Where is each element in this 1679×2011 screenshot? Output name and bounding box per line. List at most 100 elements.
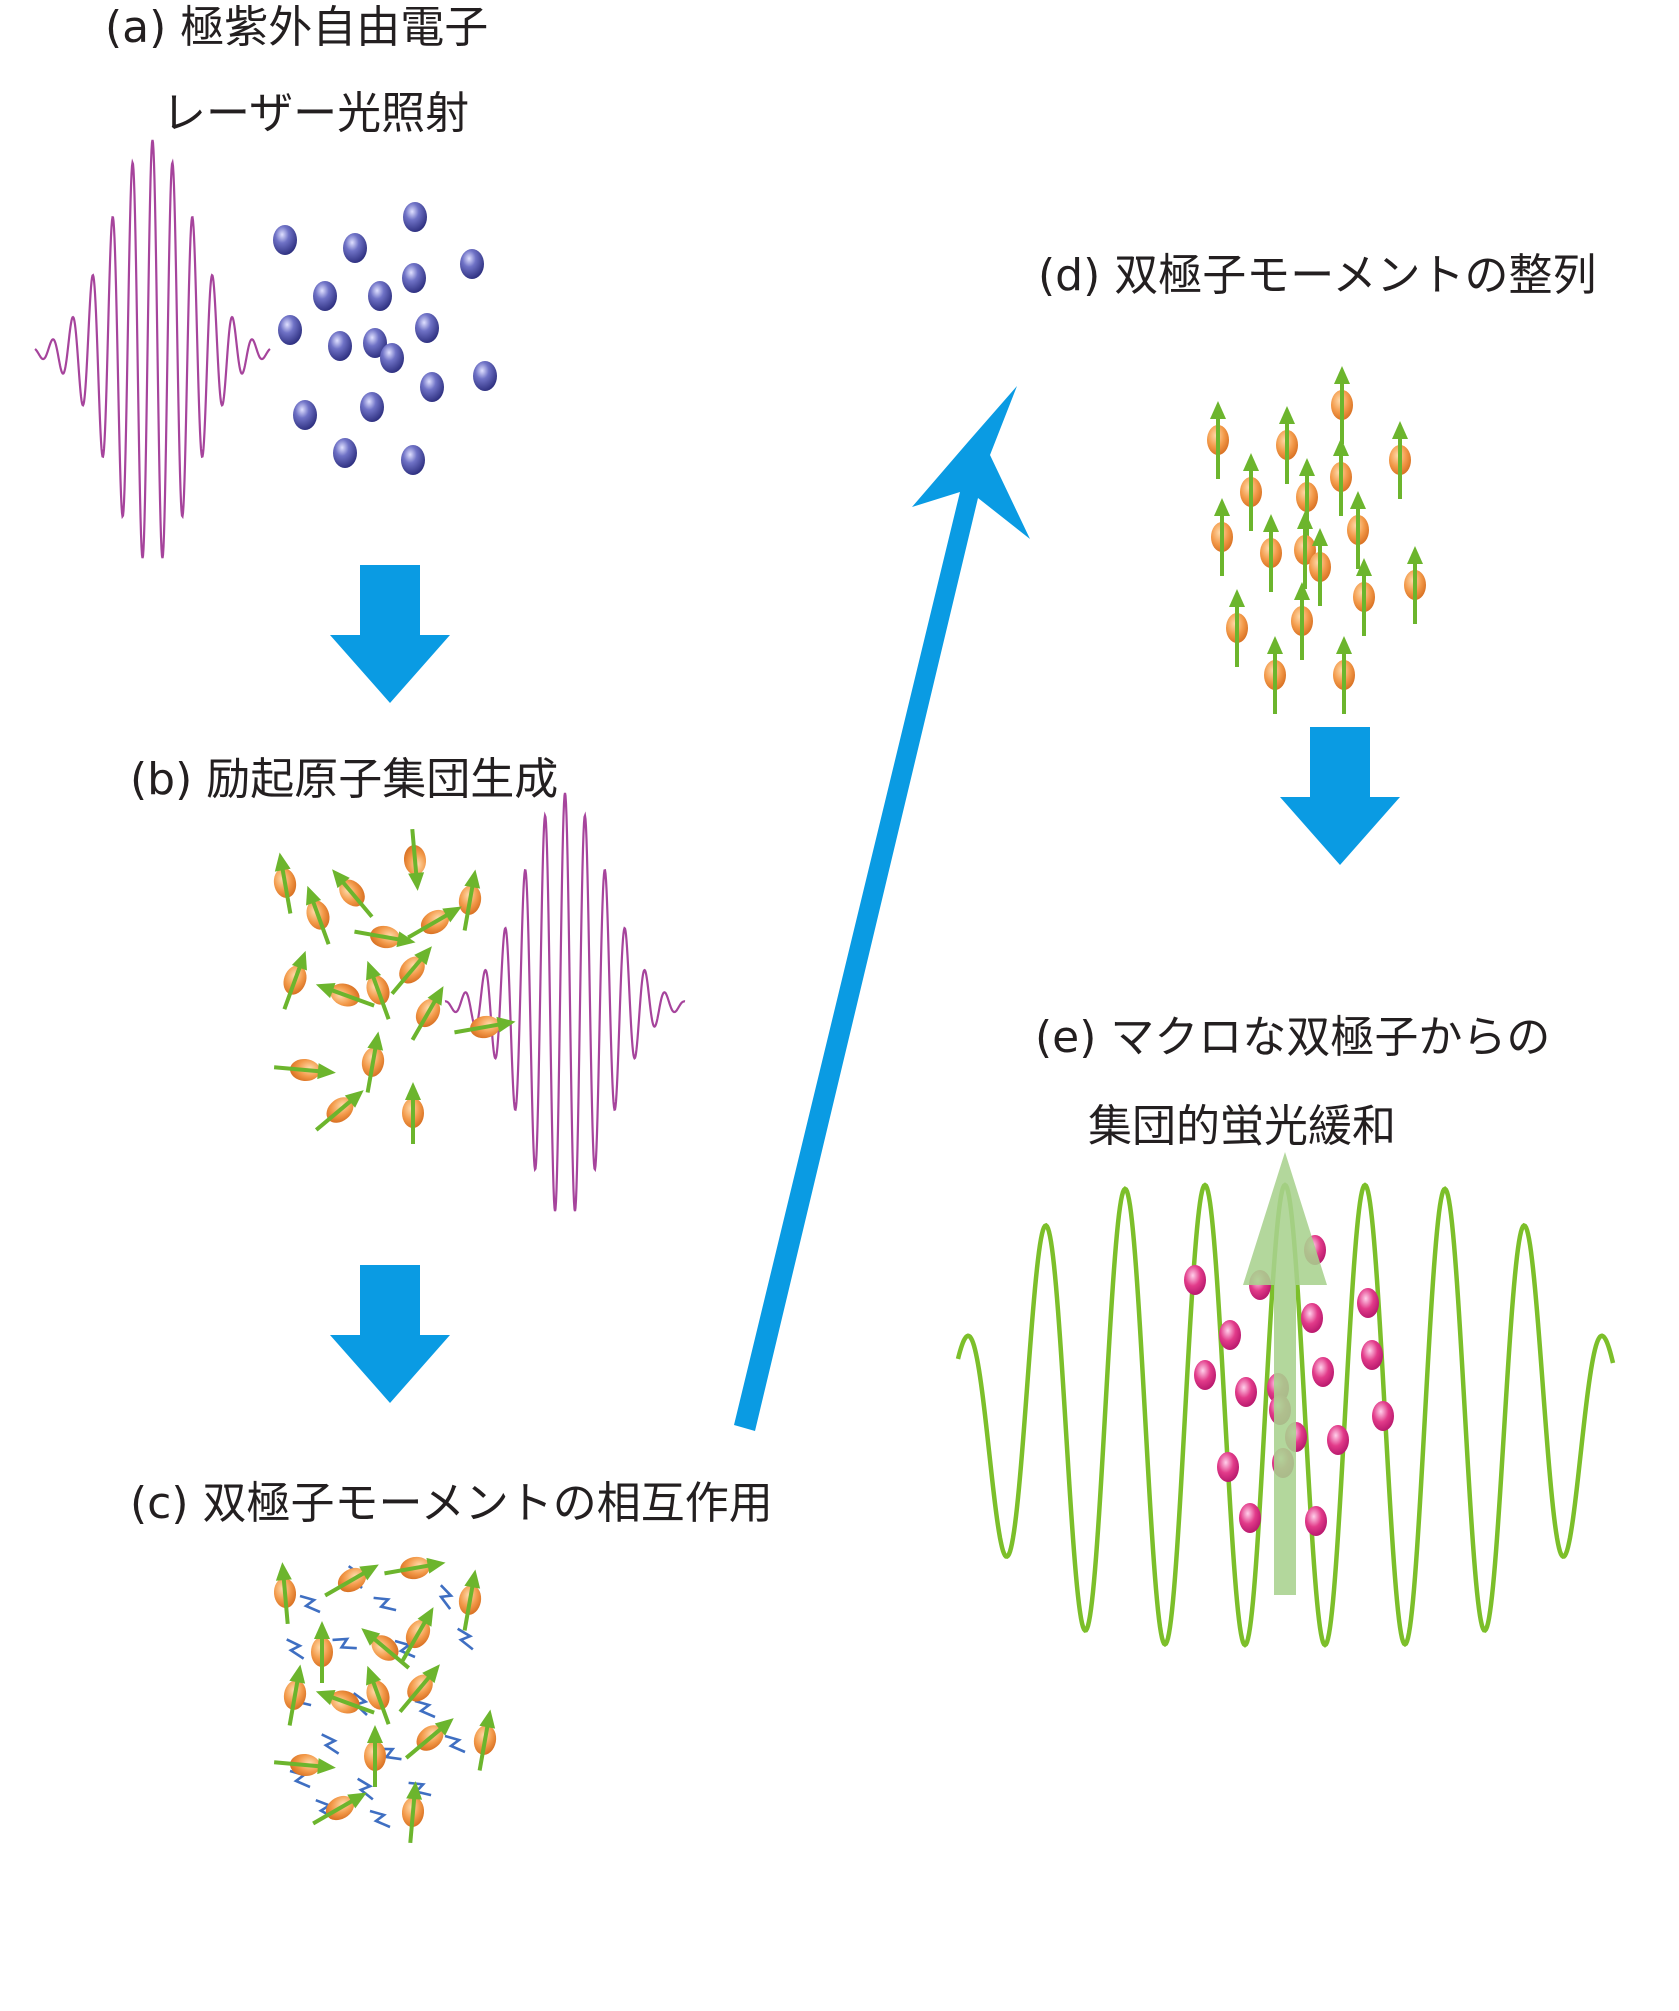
dipole-arrow-icon xyxy=(289,1664,306,1684)
dipole xyxy=(1211,498,1233,576)
dipole-arrow-icon xyxy=(479,1709,496,1729)
dipole xyxy=(1264,636,1286,714)
zigzag-line xyxy=(357,1777,374,1801)
interaction-zigzag xyxy=(299,1594,321,1614)
dipole-shaft xyxy=(328,987,375,1008)
dipole xyxy=(361,1628,411,1670)
atom-icon xyxy=(403,202,427,232)
dipole-arrow-icon xyxy=(464,1569,481,1589)
dipole xyxy=(283,1664,307,1726)
dipole-arrow-icon xyxy=(1243,453,1259,471)
dipole-shaft xyxy=(365,1044,378,1093)
dipole-arrow-icon xyxy=(347,1792,367,1809)
dipole-arrow-icon xyxy=(367,1031,384,1051)
dipole-shaft xyxy=(462,1582,475,1631)
dipole xyxy=(1309,528,1331,606)
dipole-shaft xyxy=(410,997,439,1041)
dipole xyxy=(398,1664,440,1714)
atom-icon xyxy=(1219,1320,1241,1350)
dipole xyxy=(314,1090,364,1132)
dipole-arrow-icon xyxy=(414,946,432,966)
dipole-shaft xyxy=(354,929,403,942)
dipole-shaft xyxy=(462,882,475,931)
panel-c-title: (c) 双極子モーメントの相互作用 xyxy=(130,1478,773,1529)
dipole-arrow-icon xyxy=(1350,491,1366,509)
dipole-shaft xyxy=(312,1797,356,1826)
dipole xyxy=(306,885,331,945)
dipole xyxy=(401,1781,425,1844)
dipole-arrow-icon xyxy=(317,1063,336,1080)
zigzag-line xyxy=(438,1584,454,1610)
atom-icon xyxy=(313,281,337,311)
dipole-arrow-icon xyxy=(1392,421,1408,439)
dipole-arrow-icon xyxy=(1336,636,1352,654)
panel-e-title-line2: 集団的蛍光緩和 xyxy=(1088,1101,1396,1152)
atom-icon xyxy=(1361,1340,1383,1370)
dipole-arrow-icon xyxy=(1214,498,1230,516)
dipole-arrow-icon xyxy=(367,1725,383,1743)
up-right-arrow-icon xyxy=(734,386,1030,1431)
dipole-arrow-icon xyxy=(1299,458,1315,476)
dipole xyxy=(1331,366,1353,444)
laser-pulses xyxy=(34,139,686,1212)
dipole-shaft xyxy=(400,1618,429,1662)
dipole-shaft xyxy=(314,1097,355,1132)
dipole-shaft xyxy=(370,1678,391,1725)
dipole-arrow-icon xyxy=(434,1718,454,1736)
dipole-arrow-icon xyxy=(1312,528,1328,546)
atom-icon xyxy=(402,263,426,293)
dipole-arrow-icon xyxy=(1333,438,1349,456)
down-arrow-icon xyxy=(330,565,450,703)
dipole-arrow-icon xyxy=(1279,406,1295,424)
atom-icon xyxy=(380,343,404,373)
dipole-shaft xyxy=(370,1635,411,1670)
dipole-arrow-icon xyxy=(359,1564,379,1581)
dipole-shaft xyxy=(408,1794,417,1844)
dipole-arrow-icon xyxy=(417,1607,434,1627)
dipole xyxy=(1294,511,1316,589)
atom-icon xyxy=(1184,1265,1206,1295)
dipole xyxy=(1276,406,1298,484)
atom-icon xyxy=(420,372,444,402)
dipole xyxy=(390,946,432,996)
dipole xyxy=(458,869,482,931)
dipole-arrow-icon xyxy=(366,1665,382,1686)
dipole-arrow-icon xyxy=(406,1781,423,1800)
dipole-arrow-icon xyxy=(1267,636,1283,654)
dipole-shaft xyxy=(280,865,293,914)
dipole xyxy=(1226,589,1248,667)
dipole xyxy=(273,1562,297,1625)
dipole-shaft xyxy=(384,1563,433,1576)
dipole-arrow-icon xyxy=(1229,589,1245,607)
dipole xyxy=(404,1718,454,1760)
interaction-zigzag xyxy=(373,1596,397,1612)
dipole xyxy=(273,852,297,914)
dipole-arrow-icon xyxy=(306,885,322,906)
atom-icon xyxy=(1312,1357,1334,1387)
dipole xyxy=(454,1015,516,1039)
dipole-arrow-icon xyxy=(396,931,416,948)
dipole xyxy=(1404,546,1426,624)
dipole xyxy=(273,1058,336,1082)
dipole-shaft xyxy=(282,963,303,1010)
down-arrow-icon xyxy=(1280,727,1400,865)
dipole-arrow-icon xyxy=(314,1621,330,1639)
dipole-arrow-icon xyxy=(496,1016,516,1033)
atom-icon xyxy=(360,392,384,422)
atom-icon xyxy=(278,315,302,345)
dipole xyxy=(1291,582,1313,660)
atom-icon xyxy=(415,313,439,343)
dipole xyxy=(400,1607,434,1662)
dipole-arrow-icon xyxy=(1334,366,1350,384)
dipole xyxy=(1207,401,1229,479)
dipole xyxy=(410,986,444,1041)
dipole-shaft xyxy=(407,911,451,940)
dipole-arrow-icon xyxy=(361,1628,381,1646)
interaction-zigzag xyxy=(444,1734,466,1754)
macro-dipole-arrow-icon xyxy=(1243,1152,1327,1595)
panel-a-title-line1: (a) 極紫外自由電子 xyxy=(105,2,489,53)
panel-e-title-line1: (e) マクロな双極子からの xyxy=(1035,1012,1551,1063)
laser-pulse-b xyxy=(444,792,686,1212)
dipole xyxy=(332,869,374,919)
dipole xyxy=(315,983,375,1008)
